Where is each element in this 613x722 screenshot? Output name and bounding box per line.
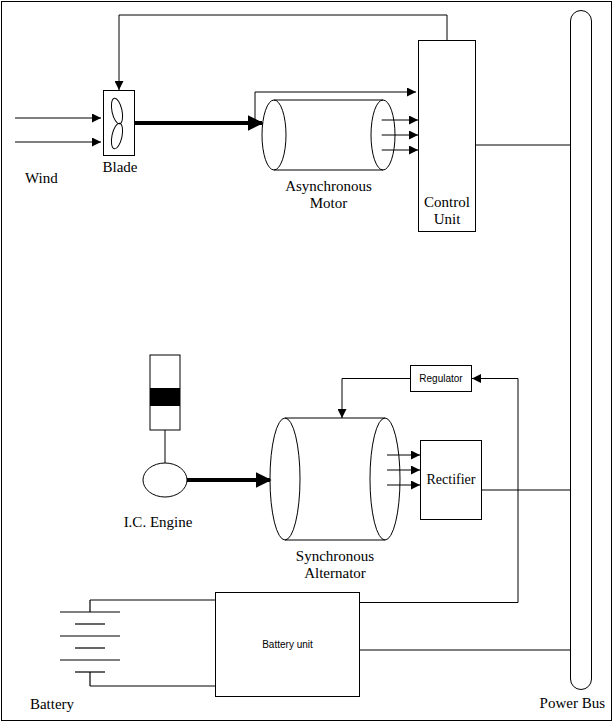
node-label: I.C. Engine [113, 514, 203, 531]
connector-line [90, 686, 215, 687]
node-label: Regulator [419, 373, 462, 384]
cylinder-outline [270, 418, 400, 540]
cyl-drawing [270, 418, 400, 540]
connector-line [387, 470, 420, 471]
wind-arrow [15, 118, 101, 119]
connector-line [360, 379, 518, 603]
node-label: Battery unit [262, 639, 313, 650]
cyl-drawing [262, 100, 395, 170]
node-label: Battery [22, 696, 82, 713]
node-label: Control Unit [423, 194, 471, 227]
node-label: Synchronous Alternator [280, 548, 390, 581]
connector [476, 145, 570, 146]
connector-line [387, 485, 420, 486]
connector-line [482, 490, 570, 491]
connector-line [476, 145, 570, 146]
connector-line [360, 650, 570, 651]
piston [150, 388, 180, 406]
connecting-rod [165, 430, 166, 463]
blade-vane [109, 122, 124, 150]
blade-vane [109, 97, 124, 125]
connector [90, 686, 215, 687]
connector [135, 123, 262, 124]
connector-line [382, 150, 418, 151]
connector-line [342, 379, 410, 419]
free-label: Wind [25, 170, 58, 187]
battery-drawing [55, 600, 125, 686]
battery-unit: Battery unit [215, 592, 360, 697]
crankcase [143, 463, 187, 497]
connector [382, 120, 418, 150]
asynchronous-motor: Asynchronous Motor [262, 100, 395, 170]
connector-line [135, 121, 262, 125]
connector-line [382, 120, 418, 121]
regulator-box: Regulator [410, 365, 472, 392]
blade-drawing [104, 91, 136, 157]
battery-lead [89, 600, 90, 612]
connector [90, 600, 215, 601]
connector [119, 15, 447, 90]
connector-line [387, 455, 420, 456]
battery-plate [75, 671, 105, 672]
synchronous-alternator: Synchronous Alternator [270, 418, 400, 540]
node-label: Power Bus [525, 695, 605, 712]
battery-lead [89, 672, 90, 686]
connector [482, 490, 570, 491]
connector-line [90, 600, 215, 601]
battery-plate [60, 611, 120, 612]
node-label: Rectifier [427, 472, 476, 487]
battery-plate [75, 623, 105, 624]
power-bus: Power Bus [570, 10, 592, 690]
node-label: Blade [90, 159, 150, 176]
battery-plate [75, 647, 105, 648]
connector-line [119, 15, 447, 90]
connector-line [187, 478, 270, 482]
battery-plate [60, 659, 120, 660]
connector [360, 650, 570, 651]
node-label: Asynchronous Motor [279, 178, 379, 211]
blade-box: Blade [103, 90, 135, 156]
engine-drawing [140, 355, 200, 500]
connector [387, 455, 420, 485]
battery-plate [60, 635, 120, 636]
wind-arrow [15, 142, 101, 143]
ic-engine: I.C. Engine [140, 355, 200, 500]
speed-sensor-line [255, 92, 416, 121]
cylinder-bore [150, 355, 180, 430]
rectifier-box: Rectifier [420, 440, 482, 520]
connector [342, 379, 410, 419]
connector [187, 480, 270, 481]
control-unit: Control Unit [418, 40, 476, 232]
connector [360, 379, 518, 603]
connector-line [382, 135, 418, 136]
battery-symbol: Battery [55, 600, 125, 686]
cylinder-outline [262, 100, 395, 170]
